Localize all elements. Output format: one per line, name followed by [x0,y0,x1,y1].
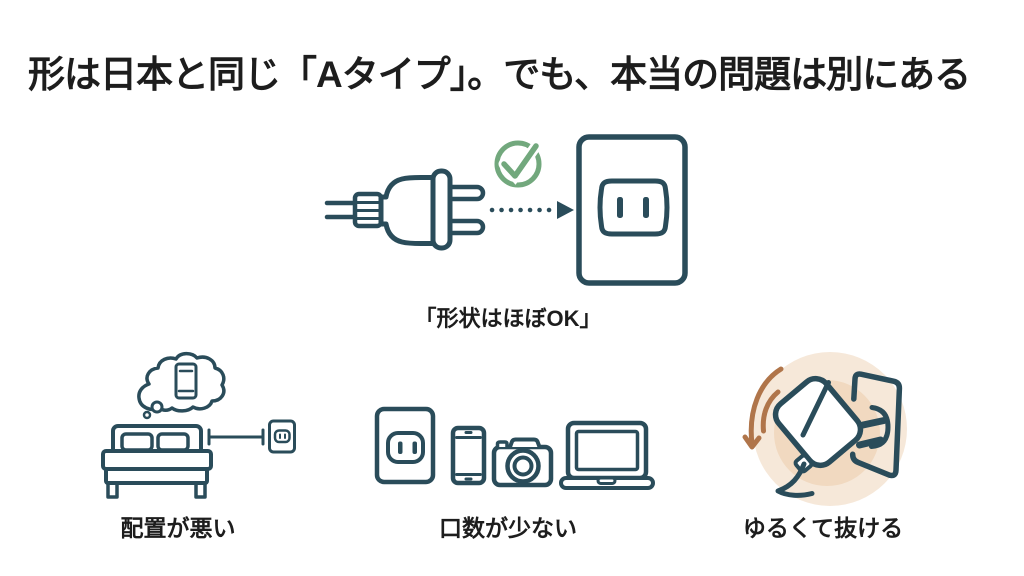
small-outlet-icon [268,419,296,454]
outlet-icon [576,134,688,286]
distance-line [207,428,265,446]
problem-1-caption: 配置が悪い [120,515,236,541]
check-circle-icon [494,140,542,188]
dotted-arrow-icon [489,201,574,219]
camera-icon [491,437,554,488]
plug-icon [324,168,486,251]
hero-caption: 「形状はほぼOK」 [414,306,602,331]
motion-arrow-icon [742,366,784,450]
laptop-icon [559,420,655,490]
bed-icon [101,424,213,499]
thought-bubble-icon [137,351,226,420]
bed-far-from-outlet-illustration [101,351,296,499]
smartphone-icon [450,425,487,486]
plug-to-outlet-illustration [324,134,688,286]
phone-icon [174,362,198,400]
one-outlet-many-devices-illustration [374,406,655,490]
tilted-wall-plate-icon [849,371,903,479]
outlet-plate-icon [374,406,436,485]
problem-2-caption: 口数が少ない [439,515,577,541]
slide-title: 形は日本と同じ「Aタイプ」。でも、本当の問題は別にある [28,54,971,95]
loose-adapter-illustration [742,352,907,506]
problem-3-caption: ゆるくて抜ける [742,515,904,541]
adapter-icon [772,375,888,498]
